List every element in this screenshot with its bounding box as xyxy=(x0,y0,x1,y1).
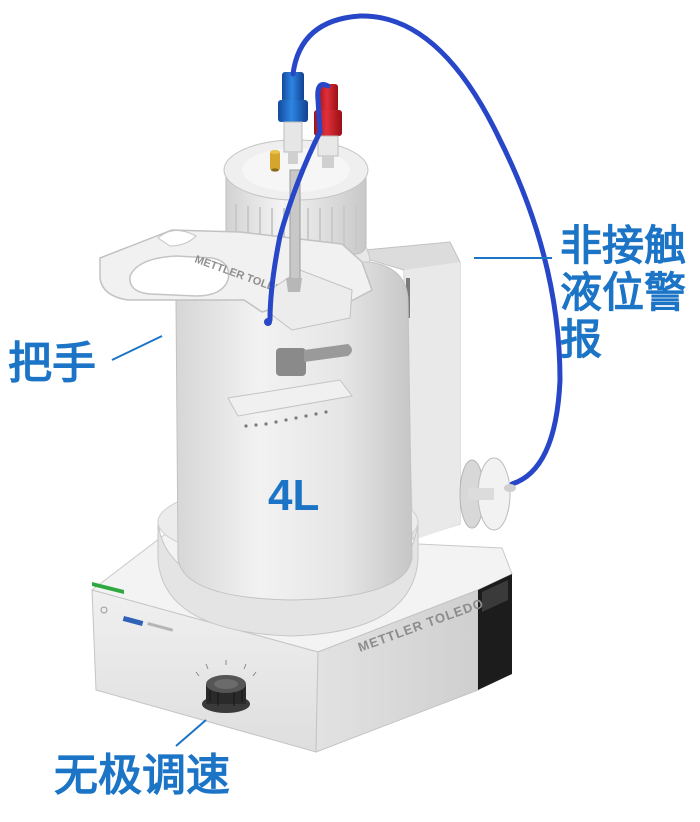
callout-leaders xyxy=(111,257,552,747)
volume-callout: 4L xyxy=(268,471,320,520)
handle-callout: 把手 xyxy=(8,338,96,389)
blue-fitting xyxy=(278,72,308,164)
level-alarm-callout: 非接触液位警报 xyxy=(560,221,687,365)
level-alarm-sensor xyxy=(459,457,516,531)
back-stand xyxy=(343,241,461,541)
speed-control-callout: 无极调速 xyxy=(54,750,230,801)
level-sensor-probe xyxy=(286,169,302,292)
speed-knob xyxy=(195,660,257,713)
blue-tubing xyxy=(267,13,563,487)
